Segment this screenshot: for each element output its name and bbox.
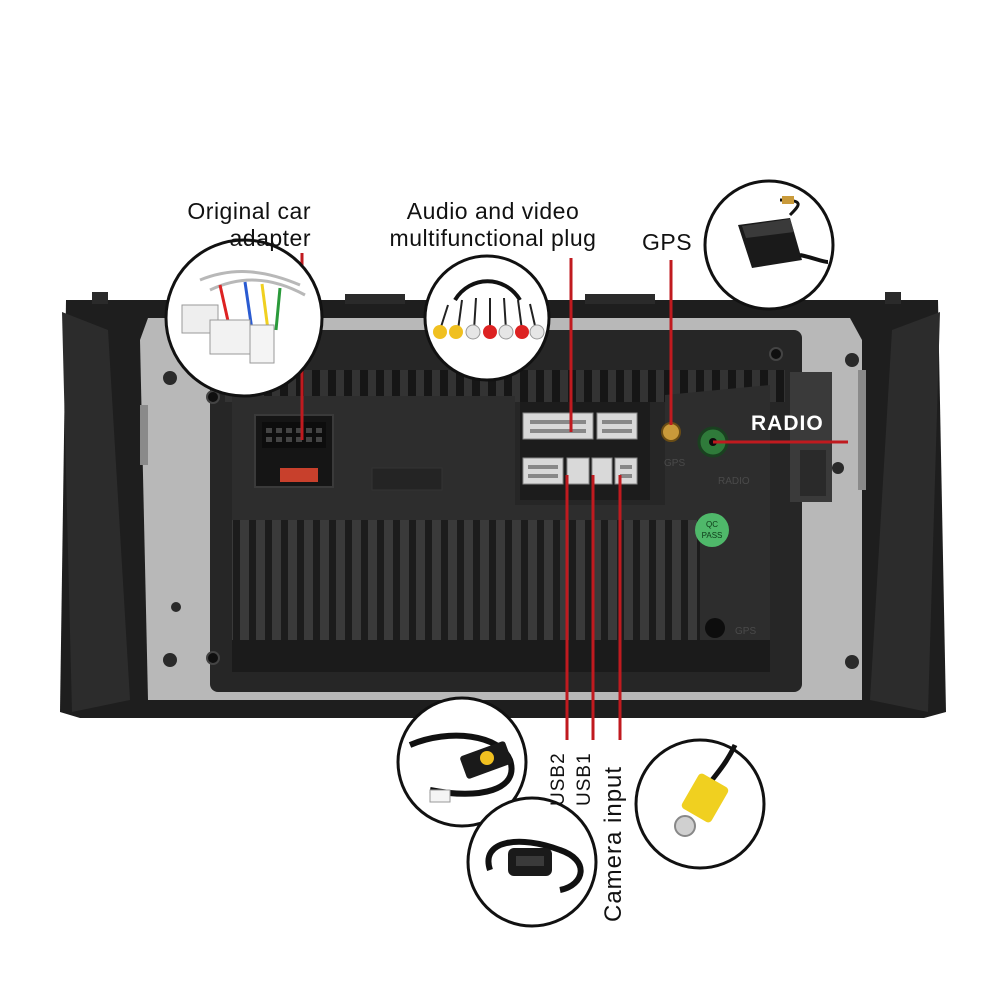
av-connectors: [522, 412, 638, 485]
usb-plug-icon: [466, 796, 598, 928]
plate-screws: [163, 353, 859, 669]
wiring-harness-icon: [164, 238, 324, 398]
usb1-label: USB1: [574, 752, 595, 806]
svg-text:GPS: GPS: [735, 626, 756, 637]
camera-input-label: Camera input: [600, 765, 627, 922]
heatsink: [232, 520, 700, 650]
left-wing: [62, 312, 130, 712]
gps-port-mark: GPS: [664, 458, 685, 469]
usb2-label: USB2: [548, 752, 569, 806]
radio-port-mark: RADIO: [718, 476, 750, 487]
av-plug-label: Audio and video multifunctional plug: [362, 198, 624, 252]
original-adapter-line1: Original car: [187, 198, 311, 224]
rca-yellow-plug-icon: [634, 738, 766, 870]
original-adapter-line2: adapter: [229, 225, 311, 251]
callout-lines: [300, 253, 848, 740]
original-adapter-label: Original car adapter: [155, 198, 311, 252]
gps-label: GPS: [642, 229, 693, 255]
av-plug-line1: Audio and video: [406, 198, 580, 224]
qc-pass-sticker: [695, 513, 729, 547]
av-plug-line2: multifunctional plug: [389, 225, 597, 251]
right-wing: [870, 312, 940, 712]
gps-port: [661, 422, 681, 442]
rca-cable-icon: [423, 254, 551, 382]
radio-label: RADIO: [751, 412, 824, 435]
qc-text: QC: [706, 520, 718, 529]
usb-cable-icon: [396, 696, 528, 828]
gps-antenna-icon: [703, 179, 835, 311]
pass-text: PASS: [702, 531, 723, 540]
